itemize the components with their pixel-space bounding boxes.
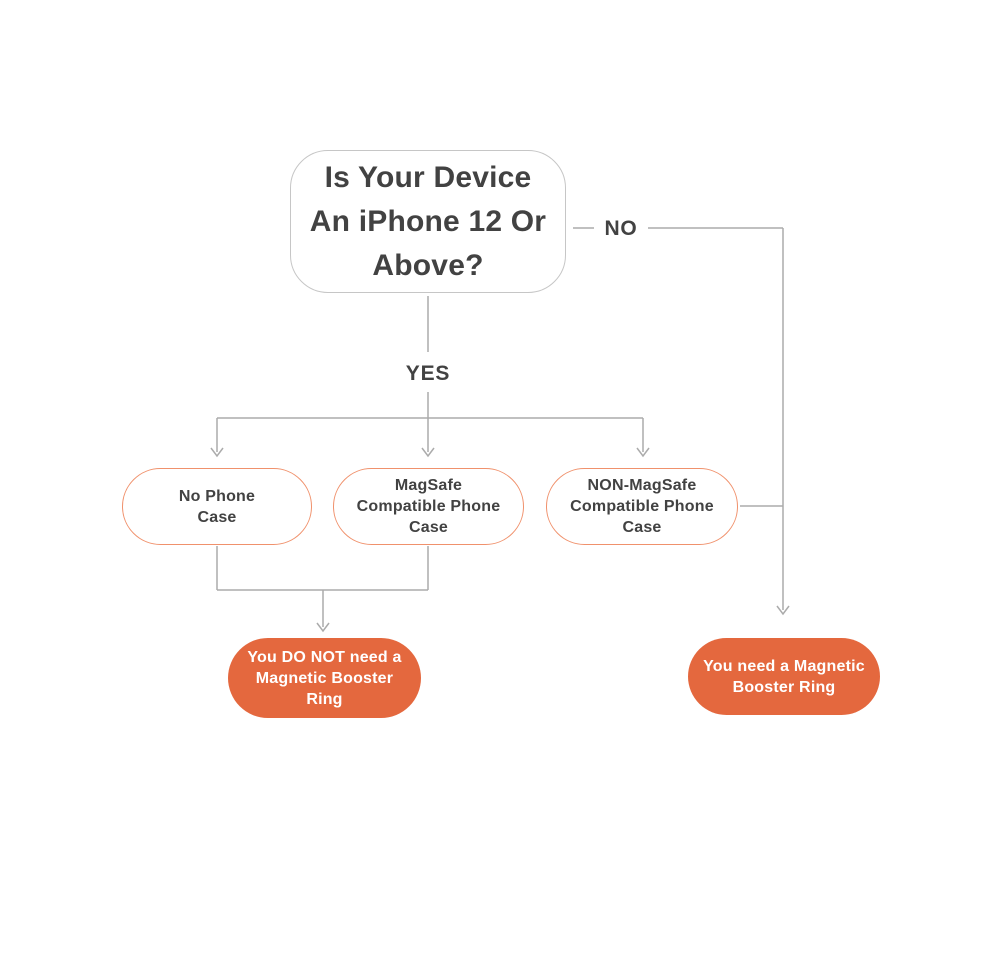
arrowhead-option-1 <box>210 447 224 458</box>
arrowhead-option-2 <box>421 447 435 458</box>
option-line: Case <box>408 519 449 536</box>
result-line: Ring <box>306 690 343 708</box>
option-node-non-magsafe-case: NON-MagSafe Compatible Phone Case <box>546 468 738 545</box>
result-line: Magnetic Booster <box>255 669 394 687</box>
edge-label-yes: YES <box>405 362 451 385</box>
option-line: NON-MagSafe <box>587 477 697 494</box>
result-line: You need a Magnetic <box>703 657 865 675</box>
option-line: Compatible Phone <box>570 498 714 515</box>
arrowhead-option-3 <box>636 447 650 458</box>
arrowhead-result-1 <box>316 622 330 633</box>
result-node-no-ring-needed: You DO NOT need a Magnetic Booster Ring <box>228 638 421 718</box>
question-line: Is Your Device <box>324 160 532 194</box>
question-line: Above? <box>372 248 484 282</box>
option-line: MagSafe <box>394 477 463 494</box>
result-node-ring-needed: You need a Magnetic Booster Ring <box>688 638 880 715</box>
option-line: Case <box>197 508 237 526</box>
result-line: Booster Ring <box>732 678 836 696</box>
question-node-device: Is Your Device An iPhone 12 Or Above? <box>290 150 566 293</box>
option-node-no-phone-case: No Phone Case <box>122 468 312 545</box>
option-line: Case <box>622 519 662 536</box>
option-line: Compatible Phone <box>356 498 501 515</box>
option-node-magsafe-case: MagSafe Compatible Phone Case <box>333 468 524 545</box>
result-line: You DO NOT need a <box>247 648 402 666</box>
question-line: An iPhone 12 Or <box>309 204 547 238</box>
option-line: No Phone <box>178 487 256 505</box>
arrowhead-result-2 <box>776 605 790 616</box>
edge-label-no: NO <box>604 217 638 240</box>
